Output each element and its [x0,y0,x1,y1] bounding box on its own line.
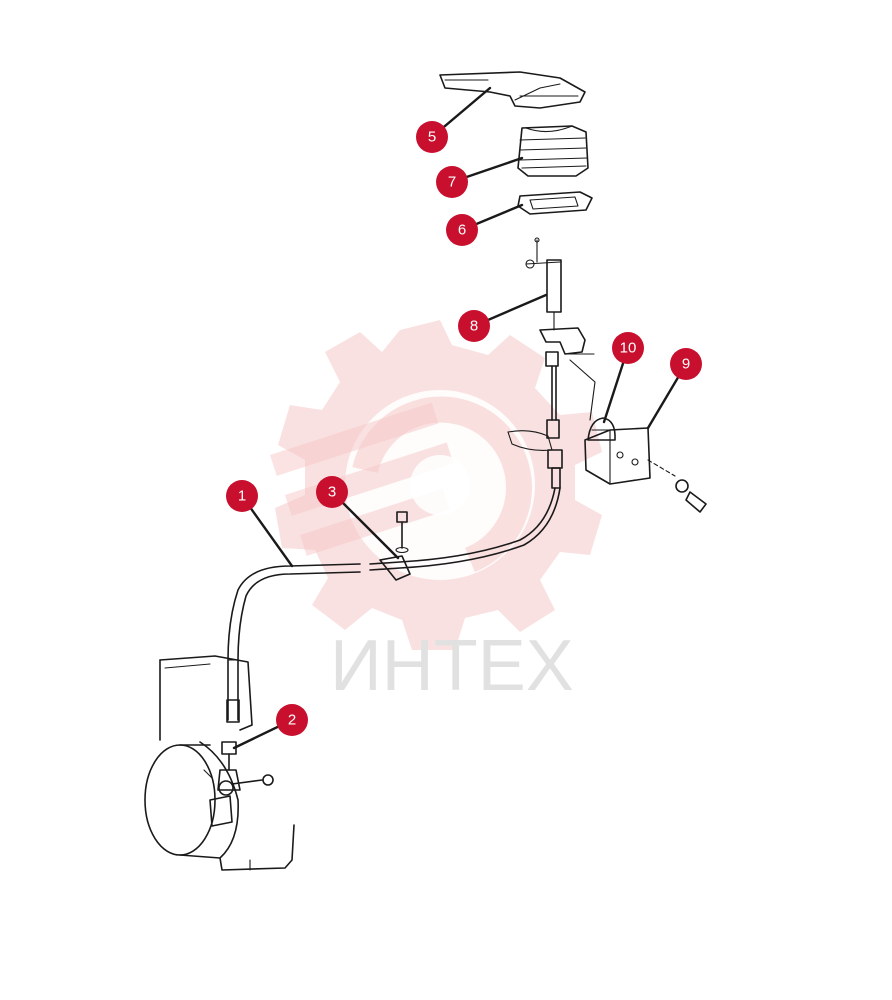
watermark-logo: ИНТЕХ [270,320,602,706]
callout-circle [612,332,644,364]
part-7-rubber-boot [517,125,589,177]
callout-8: 8 [458,310,490,342]
callout-5: 5 [416,121,448,153]
callout-circle [670,348,702,380]
callout-circle [436,166,468,198]
part-3-cable-clamp [379,511,411,581]
callout-label: 1 [238,488,246,505]
part-6-gasket-plate [517,191,593,215]
callout-label: 8 [470,318,478,335]
part-2-lower-linkage [203,741,274,827]
callout-circle [226,480,258,512]
callout-label: 5 [428,129,436,146]
callout-circle [276,704,308,736]
callout-label: 7 [448,174,456,191]
callout-label: 10 [620,340,637,357]
selector-rod-assembly [507,327,595,489]
callout-label: 3 [328,484,336,501]
watermark-text: ИНТЕХ [330,626,574,706]
part-8-pin-sleeve [525,237,562,331]
part-9-mount-bracket [584,427,676,485]
callout-10: 10 [612,332,644,364]
part-1-control-cable [226,487,561,723]
part-5-lever-handle [439,71,586,109]
callout-3: 3 [316,476,348,508]
gear-logo-icon [270,320,602,650]
callout-circle [316,476,348,508]
transmission-housing [144,655,295,871]
callout-label: 6 [458,222,466,239]
callout-9: 9 [670,348,702,380]
callout-label: 2 [288,712,296,729]
callout-circle [446,214,478,246]
callout-1: 1 [226,480,258,512]
callout-badges: 1 2 3 5 6 7 8 9 10 [226,121,702,736]
callout-circle [458,310,490,342]
callout-circle [416,121,448,153]
callout-6: 6 [446,214,478,246]
part-10-pivot-boot [587,417,616,441]
callout-7: 7 [436,166,468,198]
mid-bracket [569,359,596,421]
callout-label: 9 [682,356,690,373]
callout-2: 2 [276,704,308,736]
bolt-nut [675,479,707,513]
